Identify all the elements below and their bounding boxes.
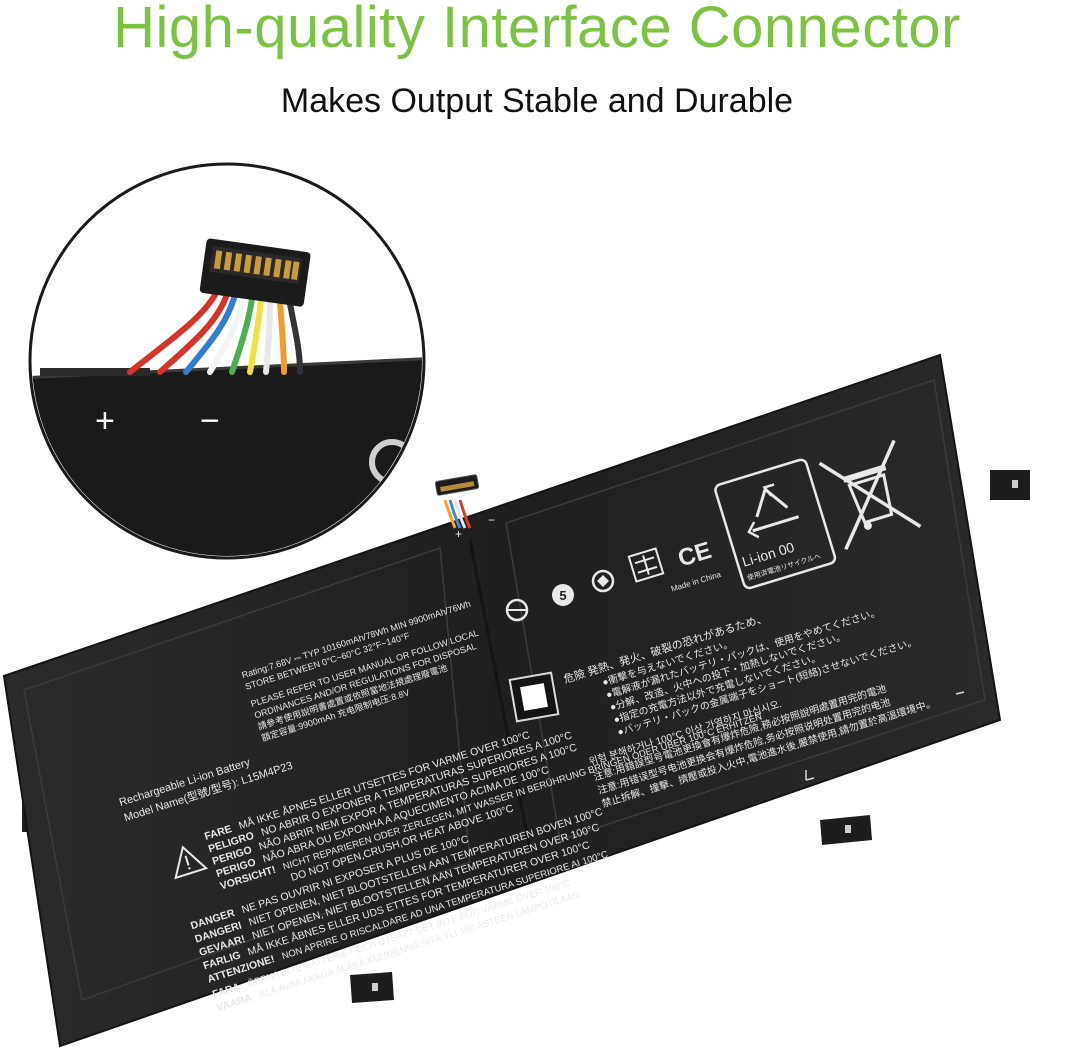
safety-mark-icon [591, 569, 615, 593]
wire-bundle [127, 292, 303, 375]
china-compliance-icon [627, 547, 665, 583]
connector-plug [199, 238, 311, 307]
weee-crossed-bin-icon [818, 439, 922, 551]
battery-connector [434, 474, 480, 529]
connector-zoom-inset: + − [28, 162, 426, 560]
zoom-plus-label: + [95, 402, 115, 440]
panel-right [505, 379, 986, 841]
svg-text:5: 5 [559, 588, 566, 603]
mount-tab-right [990, 470, 1030, 500]
panel-left [23, 546, 471, 1002]
pin-minus-label: − [488, 513, 495, 527]
rohs-5-icon: 5 [552, 584, 574, 606]
recycle-icon [747, 483, 800, 539]
recycle-arrow-icon [505, 598, 529, 622]
pin-plus-label: + [455, 527, 462, 541]
zoom-minus-label: − [200, 402, 220, 440]
subheadline: Makes Output Stable and Durable [280, 82, 794, 120]
warning-triangle-icon [174, 845, 209, 880]
headline-title: High-quality Interface Connector [113, 0, 961, 60]
